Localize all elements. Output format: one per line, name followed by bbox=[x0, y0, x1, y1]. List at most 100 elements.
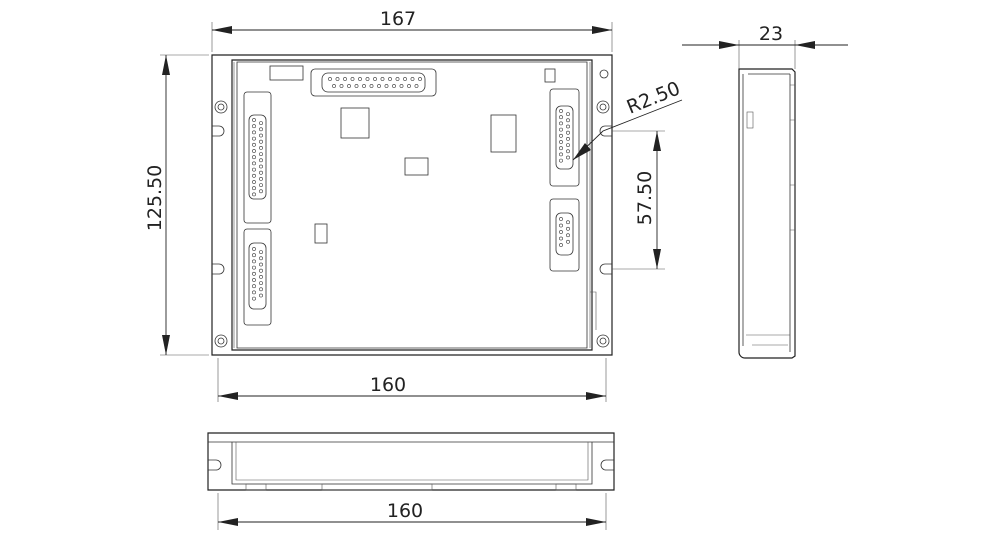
connector-pin bbox=[252, 186, 256, 191]
connector-pin bbox=[259, 274, 263, 279]
connector-pin bbox=[566, 149, 570, 154]
connector-pin bbox=[252, 253, 256, 258]
connector-pin bbox=[559, 133, 563, 138]
connector-pin bbox=[365, 77, 370, 81]
connector-pin bbox=[559, 115, 563, 120]
connector-pin bbox=[252, 278, 256, 282]
connector-pin bbox=[252, 167, 256, 172]
connector-pin bbox=[252, 124, 256, 129]
connector-pin bbox=[559, 146, 563, 151]
connector-pin bbox=[339, 84, 344, 88]
connector-pin bbox=[259, 121, 263, 126]
connector-pin bbox=[252, 271, 256, 276]
dimension-side-depth-label: 23 bbox=[759, 23, 783, 45]
connector-pin bbox=[259, 281, 263, 286]
dimension-top-width-label: 167 bbox=[380, 8, 416, 30]
connector-pin bbox=[566, 226, 570, 231]
connector-pin bbox=[410, 77, 415, 81]
connector-pin bbox=[252, 118, 256, 122]
connector-pin bbox=[369, 84, 374, 88]
connector-pin bbox=[252, 130, 256, 135]
right-upper-connector bbox=[549, 88, 580, 187]
connector-pin bbox=[259, 170, 263, 175]
connector-pin bbox=[362, 84, 366, 88]
connector-pin bbox=[252, 247, 256, 251]
chip-a bbox=[340, 107, 370, 139]
connector-pin bbox=[380, 77, 385, 81]
connector-pin bbox=[259, 139, 263, 144]
connector-pin bbox=[559, 236, 563, 241]
connector-pin bbox=[566, 220, 570, 225]
connector-pin bbox=[259, 262, 263, 267]
top-chip bbox=[269, 65, 304, 81]
connector-pin bbox=[252, 265, 256, 270]
chip-b bbox=[490, 114, 517, 153]
dimension-hole-spacing-label: 57.50 bbox=[634, 171, 656, 225]
connector-pin bbox=[407, 84, 411, 88]
left-lower-connector bbox=[243, 228, 272, 326]
connector-pin bbox=[335, 77, 340, 81]
dimension-bottom-width-label: 160 bbox=[387, 500, 423, 522]
connector-pin bbox=[252, 136, 256, 141]
side-view bbox=[738, 40, 796, 359]
connector-pin bbox=[566, 118, 570, 123]
dimension-front-bottom-width-label: 160 bbox=[370, 374, 406, 396]
connector-pin bbox=[388, 77, 392, 81]
connector-pin bbox=[566, 124, 570, 129]
dimension-bottom-width: 160 bbox=[218, 500, 606, 526]
connector-pin bbox=[566, 233, 570, 238]
connector-pin bbox=[252, 290, 256, 295]
small-led bbox=[544, 68, 556, 83]
connector-pin bbox=[566, 155, 570, 160]
connector-pin bbox=[252, 173, 256, 178]
connector-pin bbox=[347, 84, 351, 88]
connector-pin bbox=[328, 77, 332, 81]
connector-pin bbox=[392, 84, 396, 88]
connector-pin bbox=[354, 84, 359, 88]
connector-pin bbox=[358, 77, 362, 81]
dimension-hole-spacing: 57.50 bbox=[634, 131, 661, 269]
connector-pin bbox=[350, 77, 355, 81]
connector-pin bbox=[259, 268, 263, 273]
connector-pin bbox=[418, 77, 422, 81]
connector-pin bbox=[259, 287, 263, 292]
connector-pin bbox=[559, 109, 563, 113]
dimension-hole-radius: R2.50 bbox=[572, 77, 683, 161]
connector-pin bbox=[259, 152, 263, 157]
connector-pin bbox=[343, 77, 347, 81]
connector-pin bbox=[559, 243, 563, 247]
connector-pin bbox=[566, 143, 570, 148]
connector-pin bbox=[559, 127, 563, 132]
connector-pin bbox=[259, 158, 263, 163]
connector-pin bbox=[259, 183, 263, 188]
left-flange-features bbox=[212, 100, 228, 348]
chip-d bbox=[314, 223, 328, 244]
connector-pin bbox=[559, 158, 563, 163]
top-db-connector bbox=[310, 68, 437, 97]
connector-pin bbox=[559, 217, 563, 221]
dimension-front-bottom-width: 160 bbox=[218, 374, 606, 400]
connector-pin bbox=[395, 77, 400, 81]
connector-pin bbox=[566, 112, 570, 117]
connector-pin bbox=[259, 189, 263, 194]
connector-pin bbox=[252, 259, 256, 264]
connector-pin bbox=[259, 133, 263, 138]
connector-pin bbox=[384, 84, 389, 88]
connector-pin bbox=[259, 164, 263, 169]
connector-pin bbox=[252, 180, 256, 184]
connector-pin bbox=[252, 142, 256, 147]
connector-pin bbox=[559, 152, 563, 157]
connector-pin bbox=[377, 84, 381, 88]
chip-c bbox=[404, 157, 429, 176]
dimension-top-width: 167 bbox=[212, 8, 612, 34]
connector-pin bbox=[373, 77, 377, 81]
connector-pin bbox=[566, 239, 570, 244]
connector-pin bbox=[259, 256, 263, 261]
connector-pin bbox=[403, 77, 407, 81]
connector-pin bbox=[259, 293, 263, 298]
connector-pin bbox=[259, 176, 263, 181]
connector-pin bbox=[559, 230, 563, 234]
front-view bbox=[160, 22, 665, 402]
connector-pin bbox=[332, 84, 336, 88]
